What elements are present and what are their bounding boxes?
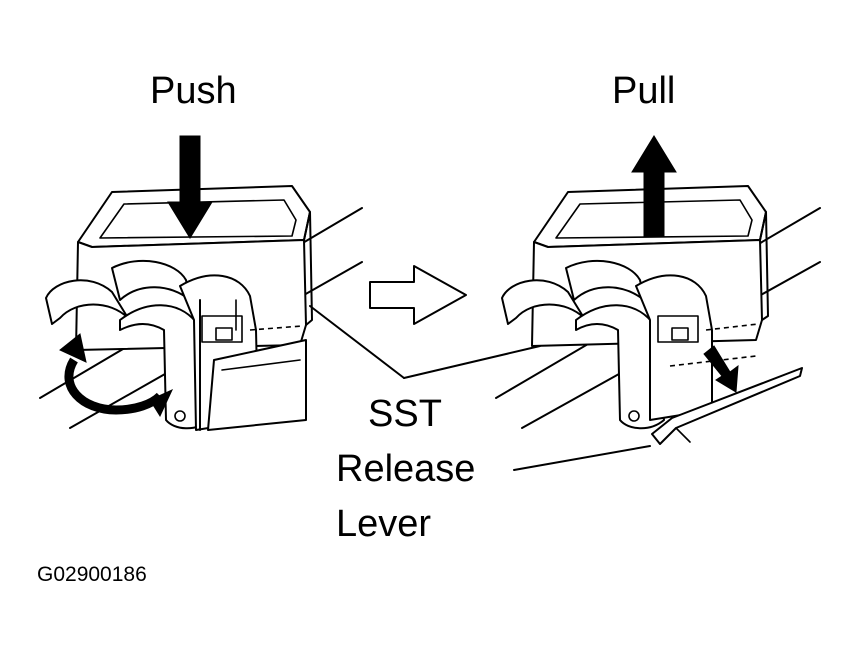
transition-arrow	[369, 265, 467, 325]
release-label: Release	[336, 448, 476, 490]
pull-label: Pull	[612, 70, 676, 112]
push-label: Push	[150, 70, 237, 112]
sst-label: SST	[368, 393, 442, 435]
lever-label: Lever	[336, 503, 432, 545]
figure-code-label: G02900186	[37, 563, 147, 586]
right-connector-assembly	[495, 135, 821, 445]
left-connector-assembly	[39, 135, 363, 431]
leader-lines	[309, 305, 651, 471]
